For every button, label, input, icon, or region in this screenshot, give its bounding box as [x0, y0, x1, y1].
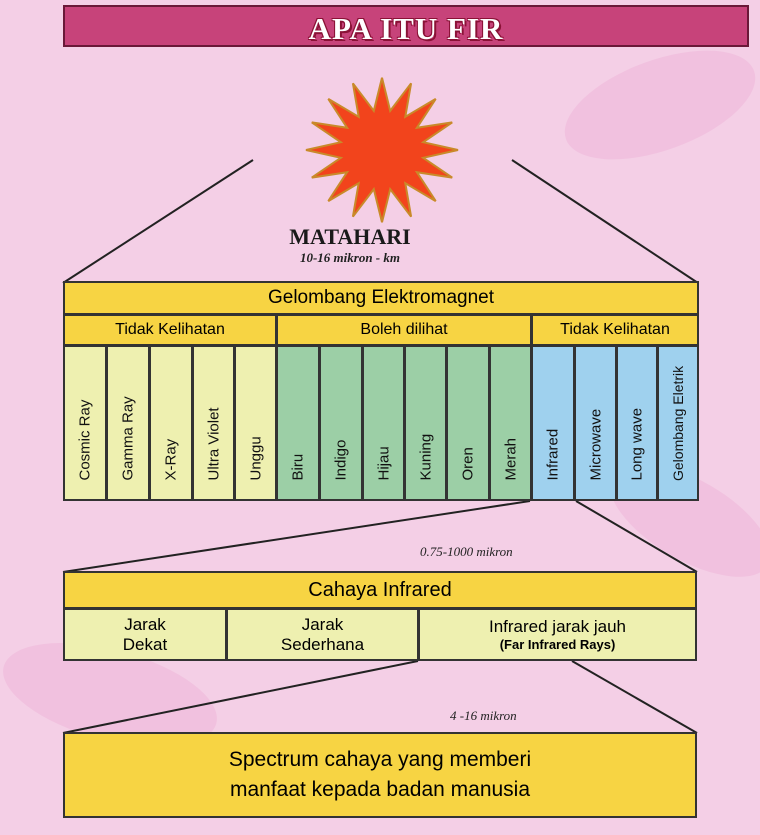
spectrum-column: Microwave	[574, 345, 617, 501]
spectrum-column: Ultra Violet	[192, 345, 235, 501]
sun-range-label: 10-16 mikron - km	[299, 250, 401, 265]
group-label: Tidak Kelihatan	[560, 321, 670, 338]
spectrum-column: Merah	[489, 345, 532, 501]
spectrum-column: Gamma Ray	[106, 345, 150, 501]
infrared-cell-line: Jarak	[301, 614, 344, 634]
spectrum-header-text: Gelombang Elektromagnet	[267, 287, 494, 308]
spectrum-column-label: X-Ray	[162, 438, 180, 481]
infrared-cell-line: Sederhana	[280, 634, 365, 654]
infrared-cell-line: Jarak	[124, 614, 166, 634]
spectrum-column: Kuning	[404, 345, 447, 501]
spectrum-column-label: Microwave	[587, 408, 604, 481]
summary-box: Spectrum cahaya yang memberi manfaat kep…	[63, 732, 697, 818]
connector-line	[511, 159, 699, 284]
page-title: APA ITU FIR	[308, 11, 504, 46]
infrared-cell-line: (Far Infrared Rays)	[499, 637, 616, 652]
spectrum-column: Long wave	[616, 345, 658, 501]
spectrum-column-label: Long wave	[628, 407, 646, 481]
infrared-header: Cahaya Infrared	[63, 571, 697, 609]
connector-line	[575, 500, 698, 573]
infrared-cell-line: Dekat	[122, 634, 168, 654]
group-invisible-right: Tidak Kelihatan	[531, 314, 699, 346]
connector-line	[571, 660, 698, 734]
far-infrared-range-label: 4 -16 mikron	[450, 708, 517, 723]
sun-icon	[305, 77, 459, 223]
spectrum-column: Oren	[446, 345, 490, 501]
spectrum-header: Gelombang Elektromagnet	[63, 281, 699, 315]
spectrum-column: X-Ray	[149, 345, 193, 501]
spectrum-column: Infrared	[531, 345, 575, 501]
connector-line	[62, 500, 531, 573]
spectrum-column-label: Kuning	[417, 433, 434, 481]
infrared-cell-medium: Jarak Sederhana	[226, 608, 419, 661]
spectrum-column-label: Merah	[502, 437, 519, 481]
group-label: Boleh dilihat	[360, 321, 448, 338]
infrared-header-text: Cahaya Infrared	[308, 578, 452, 601]
spectrum-column-label: Gamma Ray	[119, 396, 137, 481]
spectrum-column-label: Oren	[459, 447, 477, 481]
title-banner: APA ITU FIR	[63, 5, 749, 47]
spectrum-column: Unggu	[234, 345, 277, 501]
group-visible: Boleh dilihat	[276, 314, 532, 346]
spectrum-column: Biru	[276, 345, 320, 501]
spectrum-column-label: Ultra Violet	[205, 407, 222, 481]
sun-label: MATAHARI	[289, 224, 411, 249]
connector-line	[62, 159, 254, 284]
spectrum-column-label: Gelombang Eletrik	[670, 365, 686, 481]
group-invisible-left: Tidak Kelihatan	[63, 314, 277, 346]
connector-line	[62, 660, 419, 734]
summary-line: Spectrum cahaya yang memberi	[228, 748, 532, 771]
spectrum-column-label: Cosmic Ray	[76, 399, 94, 481]
spectrum-column-label: Unggu	[247, 436, 264, 481]
infrared-cell-near: Jarak Dekat	[63, 608, 227, 661]
spectrum-column-label: Indigo	[332, 439, 350, 481]
spectrum-column: Indigo	[319, 345, 363, 501]
spectrum-column-label: Biru	[289, 453, 307, 481]
summary-line: manfaat kepada badan manusia	[229, 778, 531, 801]
spectrum-column-label: Hijau	[375, 446, 392, 481]
spectrum-column-label: Infrared	[544, 428, 562, 481]
infrared-cell-line: Infrared jarak jauh	[488, 617, 627, 636]
infrared-cell-far: Infrared jarak jauh (Far Infrared Rays)	[418, 608, 697, 661]
spectrum-column: Hijau	[362, 345, 405, 501]
spectrum-column: Cosmic Ray	[63, 345, 107, 501]
group-label: Tidak Kelihatan	[115, 321, 225, 338]
spectrum-column: Gelombang Eletrik	[657, 345, 699, 501]
infrared-range-label: 0.75-1000 mikron	[420, 544, 513, 559]
